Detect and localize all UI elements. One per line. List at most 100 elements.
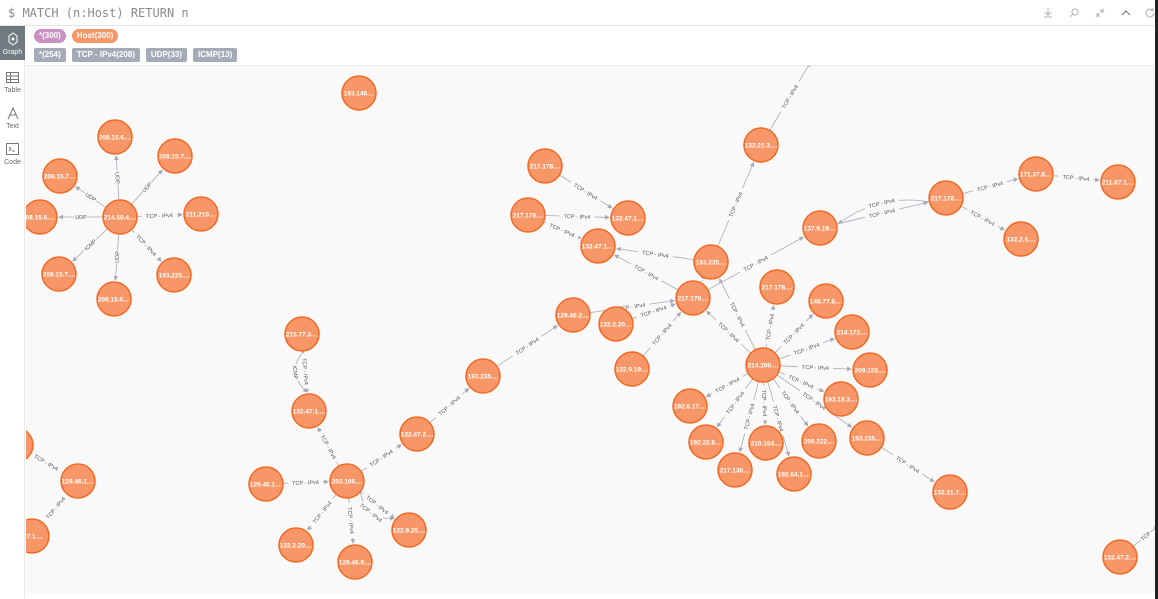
host-node[interactable]: 08.15.6.... bbox=[26, 199, 58, 235]
sidebar-item-text[interactable]: Text bbox=[0, 100, 25, 134]
host-node-circle[interactable] bbox=[337, 544, 373, 580]
host-node[interactable]: 193.235.... bbox=[465, 358, 501, 394]
host-node-circle[interactable] bbox=[102, 199, 138, 235]
host-node[interactable]: 210.164.... bbox=[748, 425, 784, 461]
host-node[interactable]: 148.77.8.... bbox=[808, 283, 844, 319]
chevron-up-icon[interactable] bbox=[1116, 3, 1136, 23]
host-node-circle[interactable] bbox=[96, 281, 132, 317]
host-node-circle[interactable] bbox=[801, 423, 837, 459]
host-node-circle[interactable] bbox=[278, 527, 314, 563]
host-node-circle[interactable] bbox=[42, 158, 78, 194]
host-node[interactable]: 132.21.7.... bbox=[932, 474, 968, 510]
host-node-circle[interactable] bbox=[1018, 156, 1054, 192]
host-node-circle[interactable] bbox=[759, 269, 795, 305]
host-node[interactable]: 171.37.8.... bbox=[1018, 156, 1054, 192]
host-node[interactable]: 203.106.... bbox=[329, 463, 365, 499]
host-node[interactable]: 215.77.3.... bbox=[284, 316, 320, 352]
host-node-circle[interactable] bbox=[693, 244, 729, 280]
host-node-circle[interactable] bbox=[1102, 539, 1138, 575]
collapse-icon[interactable] bbox=[1090, 3, 1110, 23]
refresh-icon[interactable] bbox=[1140, 3, 1158, 23]
host-node-circle[interactable] bbox=[183, 196, 219, 232]
host-node[interactable]: 192.8.17.... bbox=[672, 388, 708, 424]
host-node-circle[interactable] bbox=[688, 424, 724, 460]
host-node[interactable]: 132.2.6.... bbox=[1003, 221, 1039, 257]
host-node[interactable]: 129.46.9.... bbox=[337, 544, 373, 580]
host-node[interactable]: 217.130.... bbox=[717, 452, 753, 488]
host-node[interactable]: 208.15.7.... bbox=[157, 138, 193, 174]
host-node[interactable]: 208.15.6.... bbox=[97, 119, 133, 155]
legend-rel-all[interactable]: *(254) bbox=[34, 48, 66, 62]
host-node-circle[interactable] bbox=[26, 428, 34, 462]
host-node[interactable]: 217.178.... bbox=[928, 180, 964, 216]
host-node-circle[interactable] bbox=[580, 228, 616, 264]
host-node-circle[interactable] bbox=[928, 180, 964, 216]
host-node-circle[interactable] bbox=[341, 75, 377, 111]
host-node-circle[interactable] bbox=[614, 351, 650, 387]
sidebar-item-code[interactable]: Code bbox=[0, 136, 25, 170]
host-node[interactable]: 132.21.3.... bbox=[743, 127, 779, 163]
host-node[interactable]: 214.200.... bbox=[745, 347, 781, 383]
host-node-circle[interactable] bbox=[748, 425, 784, 461]
query-text[interactable]: $ MATCH (n:Host) RETURN n bbox=[8, 6, 189, 20]
host-node-circle[interactable] bbox=[672, 388, 708, 424]
host-node[interactable]: 217.178.... bbox=[510, 197, 546, 233]
host-node-circle[interactable] bbox=[465, 358, 501, 394]
host-node[interactable]: 132.47.1.... bbox=[291, 393, 327, 429]
host-node-circle[interactable] bbox=[399, 416, 435, 452]
host-node[interactable]: 132.9.25.... bbox=[391, 512, 427, 548]
host-node-circle[interactable] bbox=[717, 452, 753, 488]
host-node-circle[interactable] bbox=[284, 316, 320, 352]
host-node[interactable]: 129.46.2.... bbox=[555, 297, 591, 333]
host-node-circle[interactable] bbox=[157, 138, 193, 174]
query-bar[interactable]: $ MATCH (n:Host) RETURN n bbox=[0, 0, 1158, 26]
host-node-circle[interactable] bbox=[555, 297, 591, 333]
host-node-circle[interactable] bbox=[329, 463, 365, 499]
host-node-circle[interactable] bbox=[849, 420, 885, 456]
download-icon[interactable] bbox=[1038, 3, 1058, 23]
host-node-circle[interactable] bbox=[776, 456, 812, 492]
host-node-circle[interactable] bbox=[852, 352, 888, 388]
host-node[interactable]: 193.18.3.... bbox=[823, 381, 859, 417]
host-node-circle[interactable] bbox=[823, 381, 859, 417]
host-node[interactable]: 208.15.7.... bbox=[42, 158, 78, 194]
sidebar-item-table[interactable]: Table bbox=[0, 64, 25, 98]
host-node[interactable]: 209.222.... bbox=[801, 423, 837, 459]
host-node-circle[interactable] bbox=[26, 518, 50, 554]
host-node[interactable]: 132.2.20.... bbox=[598, 306, 634, 342]
host-node[interactable]: 217.178.... bbox=[675, 280, 711, 316]
host-node[interactable]: 132.9.19.... bbox=[614, 351, 650, 387]
host-node[interactable]: 208.15.7.... bbox=[41, 256, 77, 292]
host-node[interactable]: 132.2.20.... bbox=[278, 527, 314, 563]
legend-rel-tcp[interactable]: TCP - IPv4(208) bbox=[71, 48, 140, 62]
host-node[interactable]: 129.46.1.... bbox=[60, 463, 96, 499]
host-node[interactable]: 193.235.... bbox=[849, 420, 885, 456]
host-node-circle[interactable] bbox=[156, 257, 192, 293]
legend-rel-udp[interactable]: UDP(33) bbox=[145, 48, 188, 62]
host-node-circle[interactable] bbox=[391, 512, 427, 548]
host-node[interactable]: 192.64.1.... bbox=[776, 456, 812, 492]
host-node-circle[interactable] bbox=[41, 256, 77, 292]
host-node-circle[interactable] bbox=[932, 474, 968, 510]
host-node[interactable]: 132.47.2.... bbox=[399, 416, 435, 452]
host-node[interactable]: 132.47.1.... bbox=[610, 200, 646, 236]
host-node[interactable]: 217.178.... bbox=[527, 148, 563, 184]
host-node-circle[interactable] bbox=[802, 210, 838, 246]
host-node[interactable]: 193.146.... bbox=[341, 75, 377, 111]
host-node-circle[interactable] bbox=[675, 280, 711, 316]
host-node-circle[interactable] bbox=[510, 197, 546, 233]
host-node[interactable]: 129.46.1.... bbox=[248, 466, 284, 502]
host-node[interactable]: 193.235.... bbox=[693, 244, 729, 280]
host-node[interactable]: 137.9.19.... bbox=[802, 210, 838, 246]
host-node-circle[interactable] bbox=[1003, 221, 1039, 257]
host-node-circle[interactable] bbox=[598, 306, 634, 342]
host-node-circle[interactable] bbox=[26, 199, 58, 235]
host-node-circle[interactable] bbox=[60, 463, 96, 499]
host-node-circle[interactable] bbox=[248, 466, 284, 502]
host-node-circle[interactable] bbox=[743, 127, 779, 163]
host-node-circle[interactable] bbox=[291, 393, 327, 429]
legend-rel-icmp[interactable]: ICMP(13) bbox=[193, 48, 238, 62]
legend-label-all[interactable]: *(300) bbox=[34, 29, 66, 43]
